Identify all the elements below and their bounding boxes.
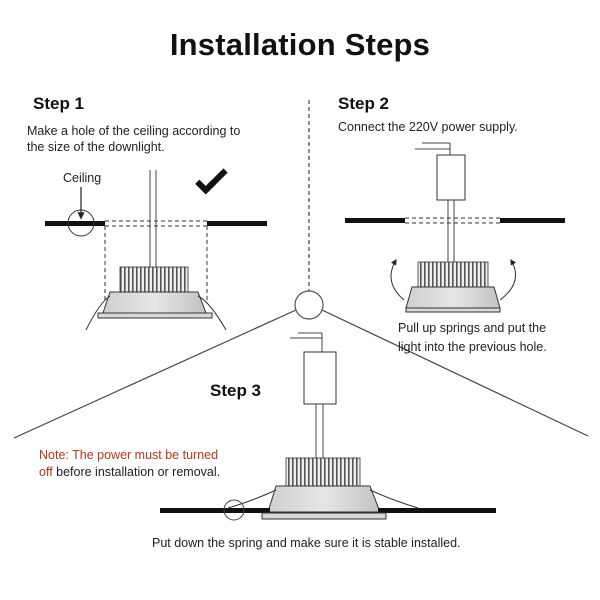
step2-ceiling-right	[500, 218, 565, 223]
step3-illustration	[160, 332, 496, 521]
step2-description: Connect the 220V power supply.	[338, 120, 518, 134]
step2-springs-line2: light into the previous hole.	[398, 340, 547, 354]
note-line2-text: before installation or removal.	[52, 465, 221, 479]
step3-ceiling-left	[160, 508, 270, 513]
step1-heading: Step 1	[33, 94, 85, 113]
step2-lamp-rim	[405, 307, 501, 313]
step1-description-line1: Make a hole of the ceiling according to	[27, 124, 241, 138]
step1-description-line2: the size of the downlight.	[27, 140, 165, 154]
step2-lamp-body	[405, 286, 501, 309]
safety-note-line2: off before installation or removal.	[39, 465, 220, 481]
step1-lamp-body	[102, 291, 207, 314]
step3-driver-box	[303, 351, 337, 405]
note-label: Note:	[39, 448, 69, 462]
page-title: Installation Steps	[169, 27, 431, 62]
step2-ceiling-left	[345, 218, 405, 223]
step2-heatsink	[417, 261, 489, 288]
step2-springs-line1: Pull up springs and put the	[398, 321, 547, 335]
safety-note-line1: Note: The power must be turned	[39, 448, 218, 464]
note-line1-text: The power must be turned	[68, 448, 219, 462]
step3-spring-callout	[223, 499, 245, 521]
hole-arrow-icon	[195, 168, 228, 195]
section-dividers	[13, 100, 589, 439]
step3-heatsink	[285, 457, 361, 487]
step3-lamp-rim	[261, 512, 387, 520]
step3-description: Put down the spring and make sure it is …	[152, 536, 461, 550]
step3-heading: Step 3	[210, 381, 262, 400]
step2-driver-box	[436, 154, 466, 201]
step1-illustration	[45, 168, 267, 331]
step2-heading: Step 2	[338, 94, 390, 113]
step3-lamp-body	[267, 485, 381, 513]
step3-ceiling-right	[378, 508, 496, 513]
ceiling-left	[45, 221, 105, 226]
step2-illustration	[345, 142, 565, 313]
step1-lamp-rim	[97, 312, 213, 319]
ceiling-callout-label: Ceiling	[63, 171, 102, 185]
step1-heatsink	[119, 266, 189, 293]
note-line2-highlight: off	[39, 465, 53, 479]
ceiling-right	[207, 221, 267, 226]
